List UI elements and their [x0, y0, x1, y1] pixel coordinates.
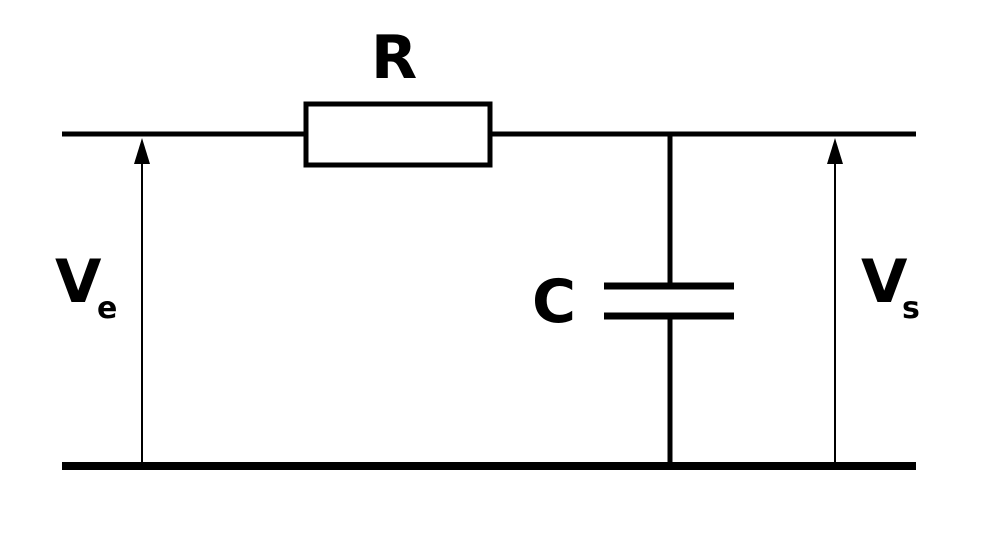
output-voltage-arrowhead — [827, 138, 843, 164]
output-voltage-subscript: s — [902, 291, 920, 326]
input-voltage-subscript: e — [97, 291, 118, 326]
capacitor-label: C — [532, 267, 577, 337]
input-voltage-label: V — [55, 247, 102, 317]
resistor-label: R — [371, 23, 418, 93]
resistor-symbol — [303, 101, 493, 168]
input-voltage-arrowhead — [134, 138, 150, 164]
output-voltage-label: V — [861, 247, 908, 317]
